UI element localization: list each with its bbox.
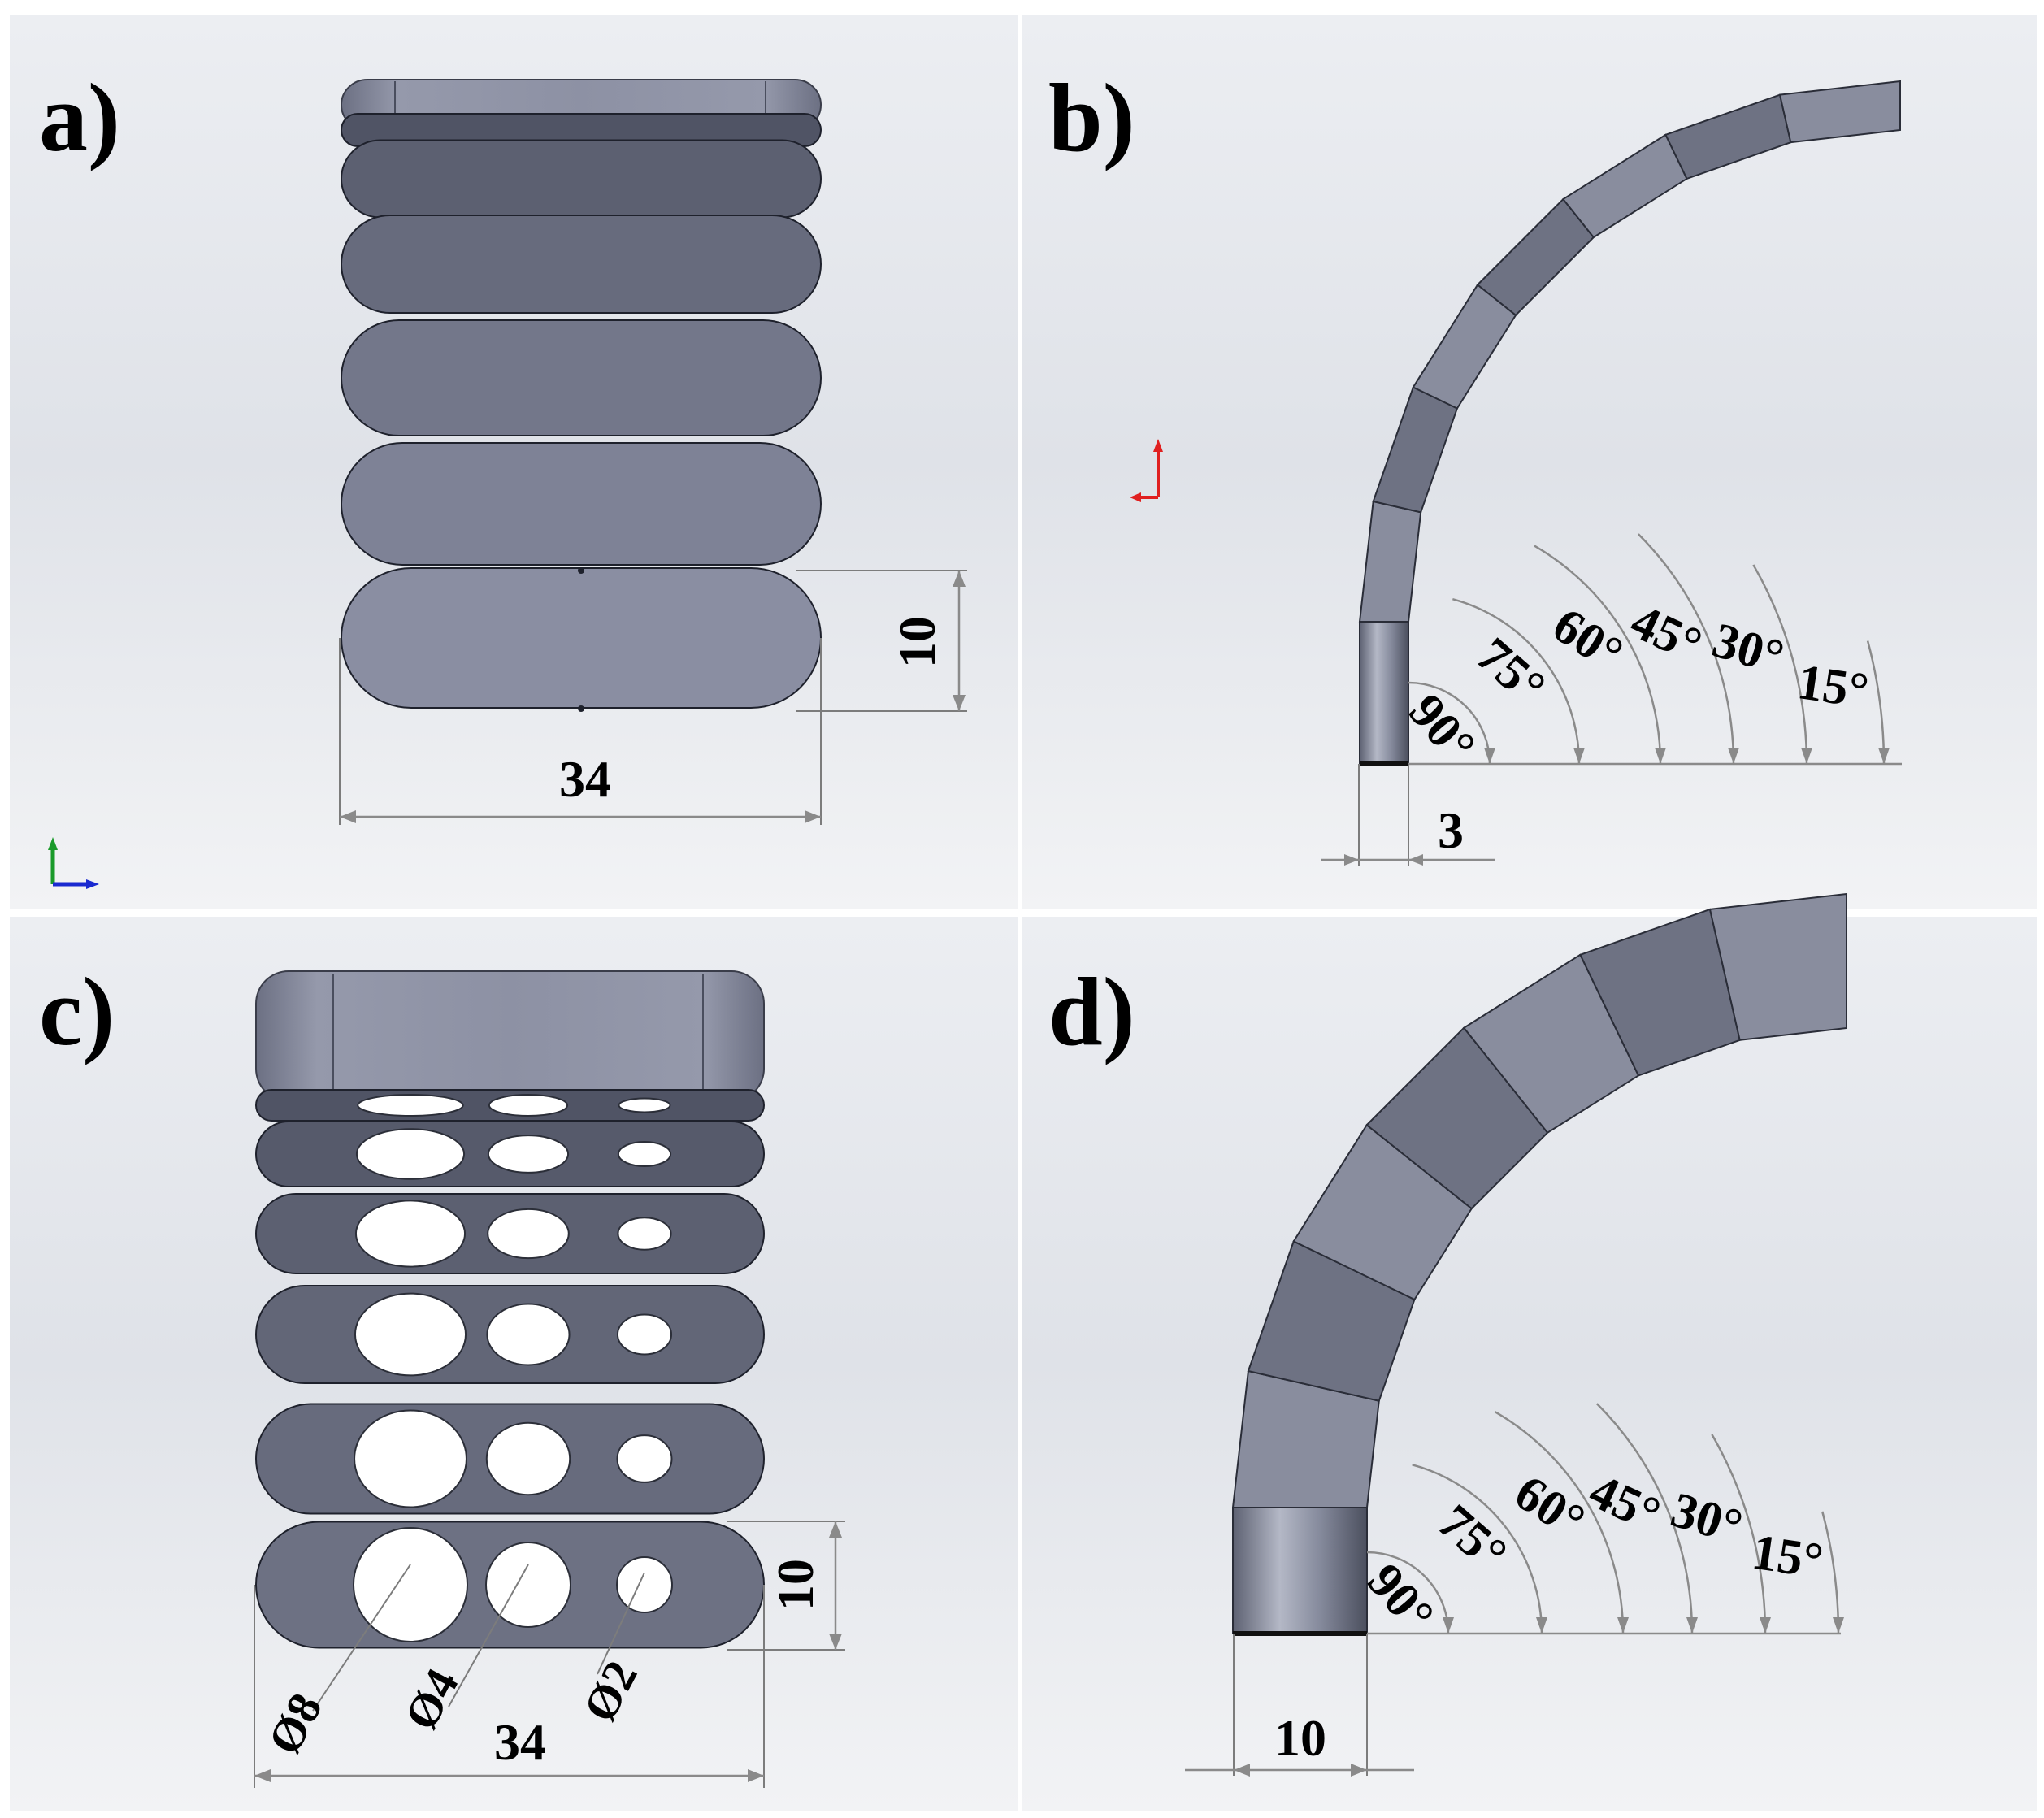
actuator-c-disc-stack <box>255 1089 765 1649</box>
bend-segment <box>1778 80 1901 144</box>
disc-c-hole <box>487 1208 570 1260</box>
panel-c-width-dimension: 34 <box>494 1713 546 1771</box>
disc-c-hole <box>488 1094 569 1117</box>
disc-a <box>341 215 822 314</box>
angle-arc <box>1366 1551 1450 1634</box>
coordinate-triad-icon <box>48 837 99 889</box>
angle-arc <box>1452 597 1581 765</box>
disc-c-hole <box>616 1434 673 1483</box>
actuator-c-model: 10 34 Ø8 Ø4 Ø2 <box>254 970 845 1788</box>
actuator-a-model: 10 34 <box>48 79 967 889</box>
panel-c-height-dimension: 10 <box>766 1559 824 1611</box>
angle-arc-arrow <box>1617 1617 1629 1634</box>
angle-arc-arrow <box>1655 748 1666 764</box>
disc-a-seam <box>578 567 584 574</box>
actuator-c-cap <box>255 970 765 1102</box>
panel-d-label: d) <box>1048 957 1135 1065</box>
disc-c-hole <box>485 1542 571 1628</box>
disc-c-hole <box>618 1097 671 1113</box>
angle-arc-arrow <box>1536 1617 1547 1634</box>
disc-c-hole <box>354 1409 467 1508</box>
angle-arc-arrow <box>1728 748 1739 764</box>
disc-a <box>341 139 822 219</box>
disc-a <box>341 319 822 436</box>
disc-c-hole <box>617 1141 672 1167</box>
bend-segment <box>1232 1507 1368 1634</box>
angle-arc-arrow <box>1878 748 1890 764</box>
disc-a <box>341 567 822 709</box>
panel-a-label: a) <box>39 63 120 171</box>
panel-b-thickness-dimension: 3 <box>1438 801 1464 859</box>
angle-arc-arrow <box>1760 1617 1771 1634</box>
disc-c-hole <box>616 1313 673 1356</box>
angle-arc-arrow <box>1833 1617 1844 1634</box>
angle-label: 15° <box>1749 1525 1827 1590</box>
bending-b-segments <box>1358 80 1901 765</box>
actuator-a-disc-stack <box>341 113 822 712</box>
angle-arc-arrow <box>1573 748 1585 764</box>
disc-a-seam <box>578 705 584 712</box>
angle-arc-arrow <box>1484 748 1495 764</box>
disc-c-hole <box>616 1556 673 1613</box>
angle-arc <box>1752 564 1808 765</box>
bend-segment <box>1359 621 1409 765</box>
disc-c-hole <box>357 1094 464 1117</box>
angle-arc-arrow <box>1801 748 1812 764</box>
disc-c-hole <box>485 1421 571 1496</box>
disc-a <box>341 442 822 566</box>
angle-arc <box>1637 533 1735 765</box>
disc-c-hole <box>487 1135 570 1174</box>
panel-c-label: c) <box>39 957 115 1065</box>
bending-diagram-d: 90°75°60°45°30°15° 10 <box>1185 892 1847 1777</box>
panel-a-width-dimension: 34 <box>559 750 611 808</box>
bending-d-segments <box>1231 892 1847 1634</box>
angle-arc <box>1412 1464 1543 1634</box>
bending-diagram-b: 90°75°60°45°30°15° 3 <box>1130 80 1902 866</box>
bend-segment <box>1708 892 1847 1041</box>
panel-d-thickness-dimension: 10 <box>1274 1709 1326 1767</box>
panel-b-background <box>1022 15 2037 909</box>
panel-a-height-dimension: 10 <box>888 616 946 668</box>
disc-c-hole <box>354 1292 467 1377</box>
angle-label: 15° <box>1794 654 1873 719</box>
angle-arc <box>1494 1411 1625 1634</box>
disc-c-hole <box>486 1303 571 1366</box>
angle-arc <box>1534 545 1662 765</box>
angle-arc-arrow <box>1686 1617 1698 1634</box>
angle-arc <box>1595 1403 1694 1634</box>
disc-c-hole <box>353 1527 468 1642</box>
coordinate-triad-red-icon <box>1130 439 1163 502</box>
panel-b-label: b) <box>1048 63 1135 171</box>
disc-c-hole <box>354 1200 467 1268</box>
angle-arc <box>1408 681 1491 765</box>
angle-arc-arrow <box>1443 1617 1454 1634</box>
disc-c-hole <box>617 1217 672 1251</box>
angle-arc <box>1711 1434 1767 1634</box>
disc-c-hole <box>355 1128 466 1180</box>
